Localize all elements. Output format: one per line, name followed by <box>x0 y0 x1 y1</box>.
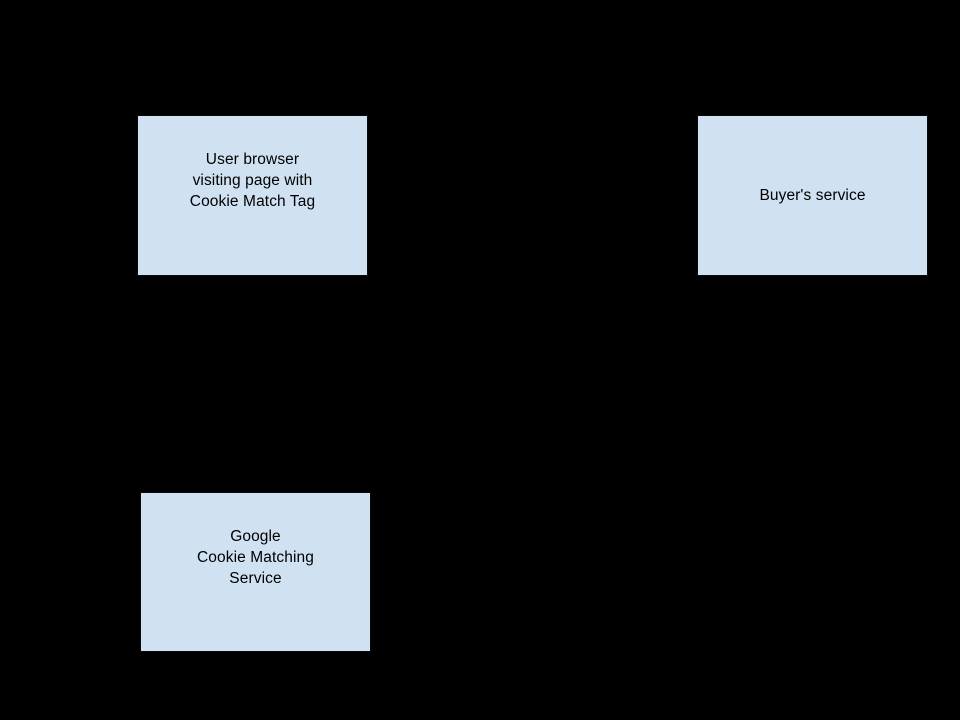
node-label-google-cookie-matching-service: Google Cookie Matching Service <box>197 527 314 587</box>
diagram-node-user-browser[interactable]: User browser visiting page with Cookie M… <box>137 115 368 276</box>
node-label-user-browser: User browser visiting page with Cookie M… <box>189 151 316 210</box>
node-label-buyers-service: Buyer's service <box>759 187 866 204</box>
diagram-node-buyers-service[interactable]: Buyer's service <box>697 115 928 276</box>
diagram-node-google-cookie-matching-service[interactable]: Google Cookie Matching Service <box>140 492 371 652</box>
